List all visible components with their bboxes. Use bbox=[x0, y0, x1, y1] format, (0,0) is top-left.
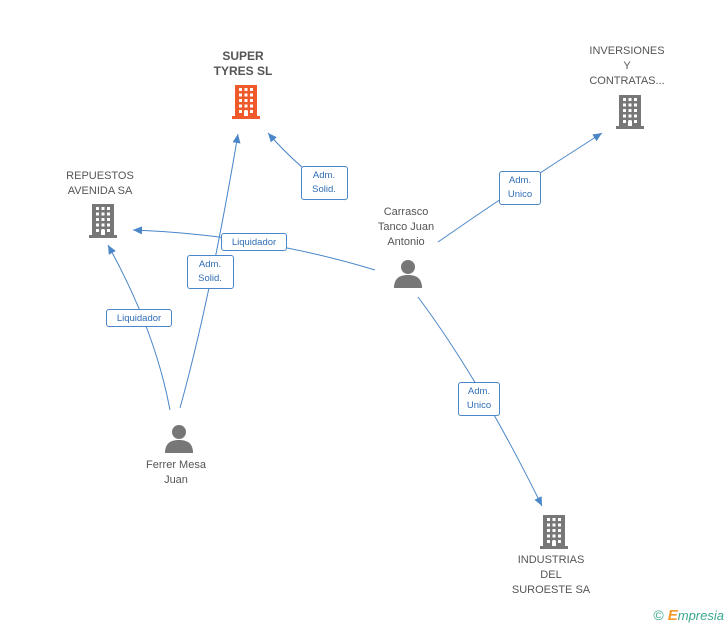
empresia-logo-initial: E bbox=[667, 607, 678, 624]
empresia-footer[interactable]: ©Empresia bbox=[653, 607, 724, 624]
edge-ferrer-to-repuestos bbox=[107, 244, 171, 411]
inversiones-label[interactable]: INVERSIONES Y CONTRATAS... bbox=[589, 44, 665, 87]
empresia-logo-text: mpresia bbox=[677, 608, 724, 623]
repuestos-building-icon[interactable] bbox=[88, 204, 118, 243]
edge-label-carrasco-to-repuestos[interactable]: Liquidador bbox=[221, 233, 287, 251]
edge-label-carrasco-to-super_tyres[interactable]: Adm. Solid. bbox=[300, 166, 348, 200]
carrasco-label[interactable]: Carrasco Tanco Juan Antonio bbox=[377, 205, 435, 248]
repuestos-label[interactable]: REPUESTOS AVENIDA SA bbox=[66, 170, 134, 197]
super-tyres-building-icon[interactable] bbox=[231, 85, 261, 124]
industrias-label[interactable]: INDUSTRIAS DEL SUROESTE SA bbox=[511, 553, 591, 596]
edge-label-carrasco-to-industrias[interactable]: Adm. Unico bbox=[458, 382, 500, 416]
super-tyres-label[interactable]: SUPER TYRES SL bbox=[213, 49, 273, 78]
inversiones-building-icon[interactable] bbox=[615, 95, 645, 134]
ferrer-person-icon[interactable] bbox=[164, 423, 194, 458]
copyright-icon: © bbox=[653, 607, 664, 623]
edge-label-carrasco-to-inversiones[interactable]: Adm. Unico bbox=[499, 171, 541, 205]
edge-label-ferrer-to-super_tyres[interactable]: Adm. Solid. bbox=[186, 255, 234, 289]
edge-label-ferrer-to-repuestos[interactable]: Liquidador bbox=[106, 309, 172, 327]
ferrer-label[interactable]: Ferrer Mesa Juan bbox=[146, 459, 206, 486]
carrasco-person-icon[interactable] bbox=[393, 258, 423, 293]
industrias-building-icon[interactable] bbox=[539, 515, 569, 554]
